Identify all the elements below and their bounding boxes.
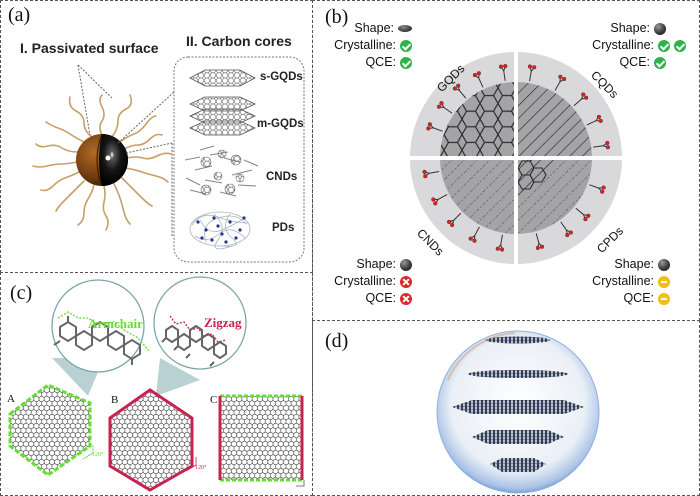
shape-label: Shape: bbox=[356, 257, 396, 271]
panel-a-label: (a) bbox=[8, 4, 31, 26]
core-label-pds: PDs bbox=[272, 222, 295, 234]
legend-row-crystalline: Crystalline: bbox=[330, 37, 412, 54]
legend-cnds: Shape: Crystalline: QCE: bbox=[330, 256, 412, 307]
cross-icon bbox=[400, 275, 412, 288]
carboxyl-group bbox=[498, 63, 508, 81]
check-icon bbox=[654, 56, 666, 69]
legend-row-crystalline: Crystalline: bbox=[330, 273, 412, 290]
legend-row-qce: QCE: bbox=[590, 54, 686, 71]
carboxyl-group bbox=[589, 184, 606, 194]
carboxyl-group bbox=[431, 194, 448, 206]
core-label-s-gqds: s-GQDs bbox=[260, 71, 303, 83]
legend-row-shape: Shape: bbox=[330, 20, 412, 37]
carboxyl-group bbox=[452, 83, 467, 99]
zigzag-label: Zigzag bbox=[204, 315, 242, 330]
carboxyl-group bbox=[495, 234, 505, 252]
crystalline-label: Crystalline: bbox=[334, 274, 396, 288]
cross-icon bbox=[400, 292, 412, 305]
angle-marker-a bbox=[82, 445, 94, 460]
panel-b-label: (b) bbox=[325, 6, 349, 28]
legend-row-crystalline: Crystalline: bbox=[590, 273, 670, 290]
sheet-b-letter: B bbox=[111, 394, 119, 406]
cnd-graphic bbox=[184, 145, 259, 197]
carbon-cores-title: II. Carbon cores bbox=[186, 33, 292, 49]
sheet-a-angle: 120° bbox=[92, 452, 104, 458]
carboxyl-group bbox=[560, 221, 573, 238]
legend-gqds: Shape: Crystalline: QCE: bbox=[330, 20, 412, 71]
armchair-zoom-circle bbox=[51, 279, 151, 373]
pointer-lines bbox=[77, 64, 175, 236]
qce-label: QCE: bbox=[623, 291, 654, 305]
disk-icon bbox=[398, 25, 412, 32]
shape-label: Shape: bbox=[610, 21, 650, 35]
legend-row-crystalline: Crystalline: bbox=[590, 37, 686, 54]
carboxyl-group bbox=[593, 140, 611, 150]
passivated-surface-title: I. Passivated surface bbox=[20, 40, 159, 56]
carboxyl-group bbox=[527, 64, 537, 82]
crystalline-label: Crystalline: bbox=[592, 38, 654, 52]
legend-row-qce: QCE: bbox=[330, 290, 412, 307]
check-icon bbox=[674, 39, 686, 52]
shape-label: Shape: bbox=[354, 21, 394, 35]
carboxyl-group bbox=[426, 122, 443, 132]
zigzag-zoom-circle bbox=[153, 276, 247, 370]
legend-row-shape: Shape: bbox=[590, 20, 686, 37]
carboxyl-group bbox=[446, 212, 462, 228]
carboxyl-group bbox=[472, 71, 484, 88]
carboxyl-group bbox=[535, 233, 545, 251]
carboxyl-group bbox=[586, 114, 603, 126]
qce-label: QCE: bbox=[365, 55, 396, 69]
legend-row-qce: QCE: bbox=[590, 290, 670, 307]
check-icon bbox=[400, 56, 412, 69]
carboxyl-group bbox=[468, 226, 480, 243]
partial-icon bbox=[658, 292, 670, 305]
quadrant-dividers bbox=[406, 48, 626, 268]
ligand-chains bbox=[32, 94, 172, 231]
carboxyl-group bbox=[422, 169, 440, 179]
sheet-c-letter: C bbox=[210, 394, 218, 406]
carboxyl-group bbox=[554, 74, 567, 91]
sphere-icon bbox=[654, 22, 666, 35]
sphere-icon bbox=[658, 258, 670, 271]
sheet-b bbox=[108, 388, 194, 492]
sheet-a bbox=[8, 383, 92, 477]
pd-graphic bbox=[189, 211, 251, 250]
qce-label: QCE: bbox=[365, 291, 396, 305]
legend-row-qce: QCE: bbox=[330, 54, 412, 71]
sheet-a-letter: A bbox=[7, 393, 15, 405]
sheet-b-angle: 120° bbox=[195, 465, 207, 471]
panel-c-label: (c) bbox=[10, 282, 33, 304]
functional-groups bbox=[422, 63, 611, 252]
carbon-dot-sphere bbox=[76, 133, 128, 187]
m-gqd-graphic bbox=[189, 96, 256, 136]
partial-icon bbox=[658, 275, 670, 288]
legend-row-shape: Shape: bbox=[330, 256, 412, 273]
shape-label: Shape: bbox=[614, 257, 654, 271]
sphere-icon bbox=[400, 258, 412, 271]
carboxyl-group bbox=[436, 101, 453, 114]
crystalline-label: Crystalline: bbox=[592, 274, 654, 288]
qce-label: QCE: bbox=[619, 55, 650, 69]
gqd-in-bubble bbox=[436, 330, 600, 494]
legend-row-shape: Shape: bbox=[590, 256, 670, 273]
carboxyl-group bbox=[573, 92, 589, 107]
carboxyl-group bbox=[575, 207, 591, 222]
panel-d-label: (d) bbox=[325, 330, 349, 352]
legend-cqds: Shape: Crystalline: QCE: bbox=[590, 20, 686, 71]
core-label-m-gqds: m-GQDs bbox=[257, 118, 304, 130]
sheet-c bbox=[218, 394, 305, 487]
core-label-cnds: CNDs bbox=[266, 171, 298, 183]
crystalline-label: Crystalline: bbox=[334, 38, 396, 52]
armchair-label: Armchair bbox=[88, 316, 143, 331]
angle-marker-b bbox=[185, 457, 197, 472]
check-icon bbox=[400, 39, 412, 52]
s-gqd-graphic bbox=[189, 69, 256, 87]
check-icon bbox=[658, 39, 670, 52]
legend-cpds: Shape: Crystalline: QCE: bbox=[590, 256, 670, 307]
zigzag-magnifier-cone bbox=[156, 358, 200, 396]
carbon-cores-box bbox=[173, 56, 305, 263]
